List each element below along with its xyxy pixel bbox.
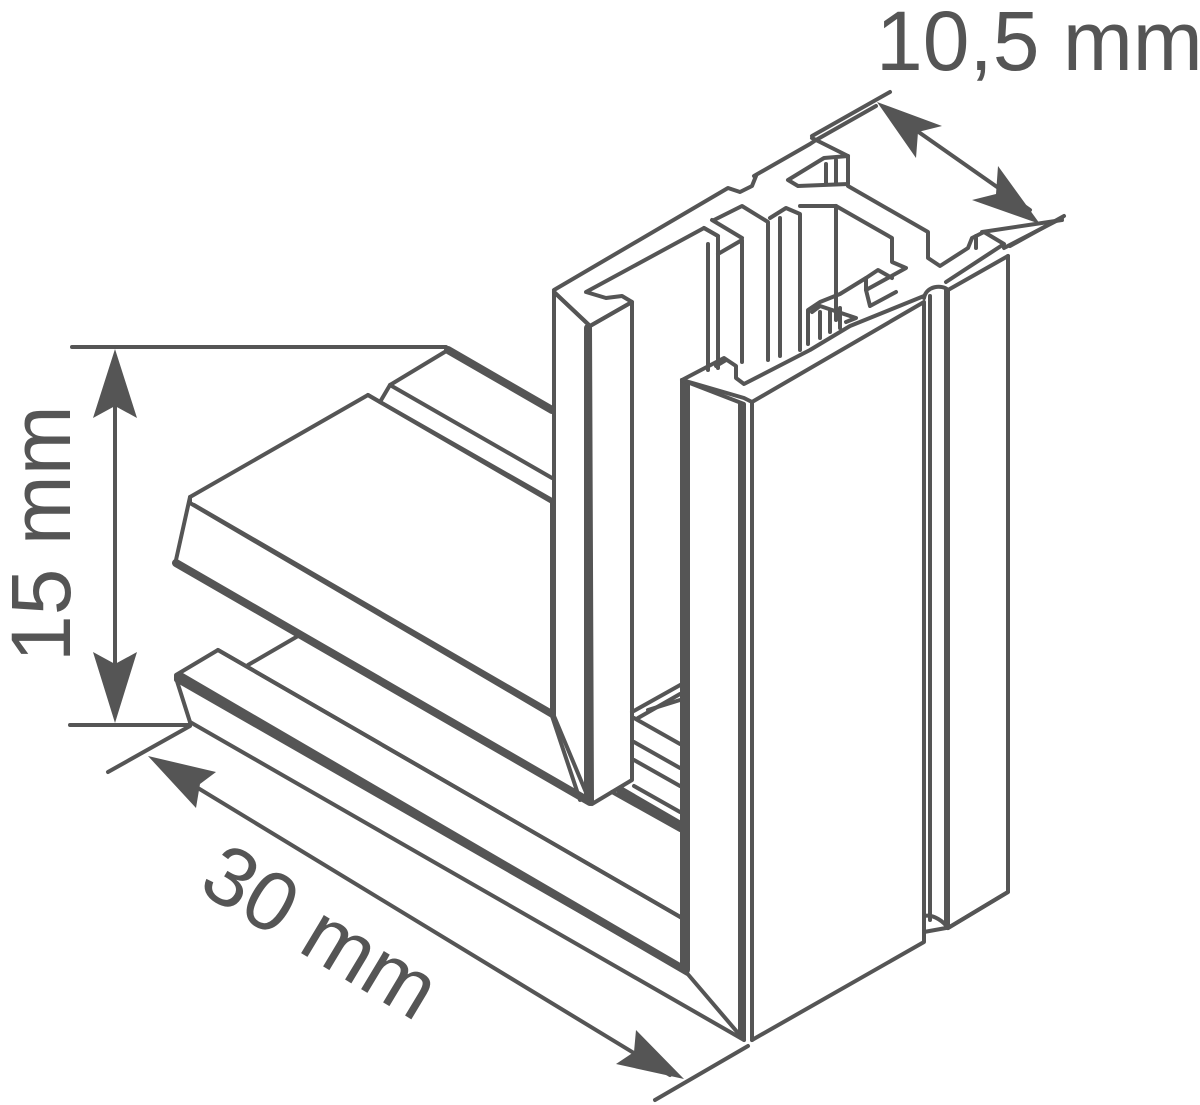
arrow-up-left-icon <box>877 102 942 158</box>
width-label: 10,5 mm <box>876 0 1200 88</box>
horizontal-arm <box>172 346 746 1042</box>
width-extension-right <box>1008 214 1066 248</box>
arrow-down-right-icon <box>972 166 1040 224</box>
front-block-edge <box>680 378 746 1042</box>
length-label: 30 mm <box>187 825 455 1038</box>
front-block <box>680 294 926 1042</box>
width-extension-left <box>810 90 892 138</box>
center-channel <box>702 136 908 372</box>
arrow-up-icon <box>93 349 137 418</box>
right-fin <box>922 254 1010 934</box>
inner-ribs <box>610 682 684 832</box>
length-extension-right <box>653 1044 750 1102</box>
left-fin <box>552 174 758 806</box>
dimension-width: 10,5 mm <box>810 0 1200 248</box>
left-fin-side <box>588 300 634 806</box>
dimension-height: 15 mm <box>0 345 448 727</box>
arrow-left-icon <box>148 756 216 808</box>
height-label: 15 mm <box>0 405 88 662</box>
arrow-right-icon <box>616 1030 684 1079</box>
front-block-face <box>750 300 926 1042</box>
arm-web <box>246 634 300 667</box>
arrow-down-icon <box>93 652 137 723</box>
right-fin-face <box>946 254 1010 930</box>
length-extension-left <box>106 724 192 774</box>
lower-slab-dark-edge <box>176 672 692 976</box>
length-dimension-line <box>163 766 672 1077</box>
upper-slab-front-edge <box>174 495 192 562</box>
